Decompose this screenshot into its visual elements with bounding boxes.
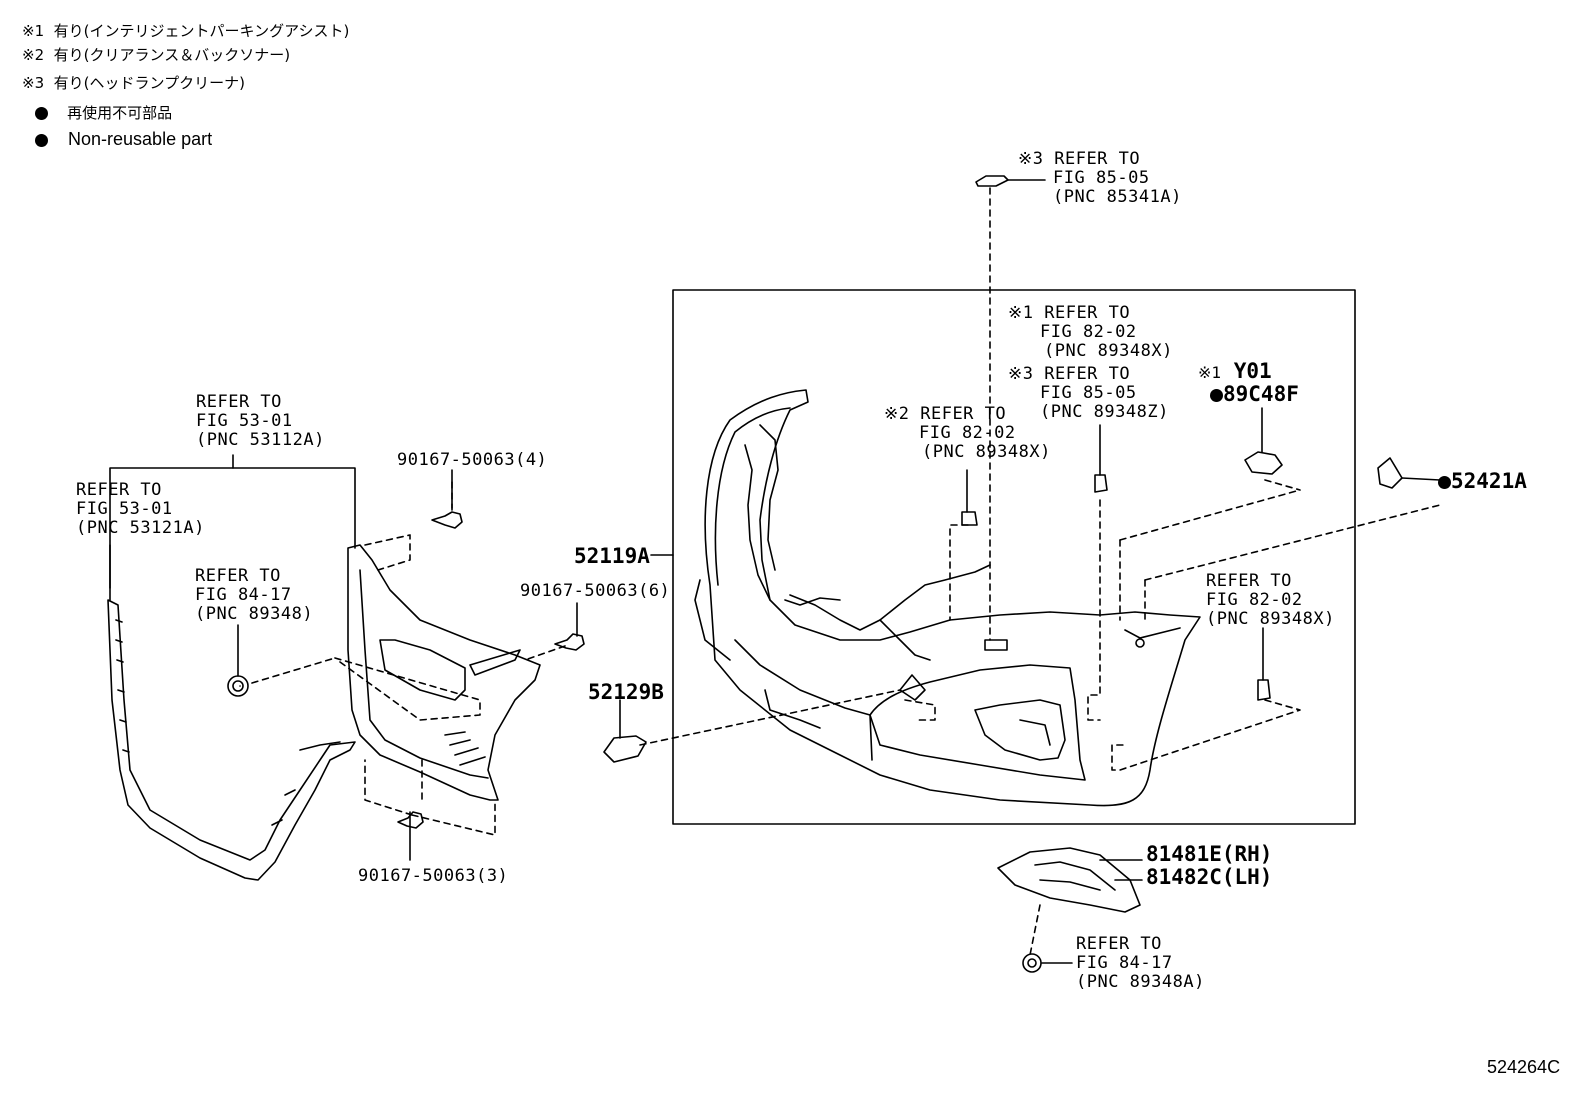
cap-85341a-shape	[975, 175, 1009, 187]
ref-label-89348x-right: REFER TO FIG 82-02 (PNC 89348X)	[1206, 571, 1335, 629]
ref-label-89348a: REFER TO FIG 84-17 (PNC 89348A)	[1076, 934, 1205, 992]
radiator-grille-shape	[347, 544, 541, 801]
part-label-52421a: 52421A	[1438, 470, 1527, 493]
figure-number: 524264C	[1487, 1057, 1561, 1077]
legend-non-reusable-en: Non-reusable part	[35, 130, 212, 149]
part-label-y01: ※1 Y01	[1198, 359, 1272, 383]
clip-89348a-shape	[1022, 953, 1042, 973]
legend-note-1: ※1 有り(インテリジェントパーキングアシスト)	[22, 22, 350, 40]
legend-note-3: ※3 有り(ヘッドランプクリーナ)	[22, 74, 245, 92]
ref-label-53121a: REFER TO FIG 53-01 (PNC 53121A)	[76, 480, 205, 538]
legend-note-2: ※2 有り(クリアランス＆バックソナー)	[22, 46, 291, 64]
bumper-assembly-frame	[672, 289, 1356, 825]
bolt-shapes	[397, 511, 585, 829]
sensor-89c48f-shape	[1244, 451, 1283, 475]
part-label-52129b: 52129B	[588, 680, 664, 704]
non-reusable-dot-icon	[1210, 388, 1223, 402]
legend-non-reusable-jp: 再使用不可部品	[35, 104, 172, 123]
clip-89348-shape	[227, 675, 249, 697]
ref-label-85341a: ※3 REFER TO FIG 85-05 (PNC 85341A)	[1018, 149, 1182, 207]
part-label-bolt-6: 90167-50063(6)	[520, 581, 671, 601]
non-reusable-dot-icon	[35, 107, 48, 120]
non-reusable-dot-icon	[1438, 475, 1451, 489]
part-label-81481e: 81481E(RH)	[1146, 842, 1273, 866]
non-reusable-dot-icon	[35, 133, 48, 147]
ref-label-89348x-top: ※1 REFER TO FIG 82-02 (PNC 89348X)	[1008, 303, 1173, 361]
ref-label-89348x-mid: ※2 REFER TO FIG 82-02 (PNC 89348X)	[884, 404, 1051, 462]
part-label-bolt-3: 90167-50063(3)	[358, 866, 509, 886]
ref-label-89348: REFER TO FIG 84-17 (PNC 89348)	[195, 566, 314, 624]
ref-label-89348z: ※3 REFER TO FIG 85-05 (PNC 89348Z)	[1008, 364, 1169, 422]
part-52421a-shape	[1377, 457, 1403, 489]
part-label-bolt-4: 90167-50063(4)	[397, 450, 548, 470]
cover-52129b-shape	[603, 735, 647, 763]
grille-surround-shape	[107, 599, 356, 881]
part-label-89c48f: 89C48F	[1210, 383, 1299, 406]
ref-label-53112a: REFER TO FIG 53-01 (PNC 53112A)	[196, 392, 325, 450]
part-label-81482c: 81482C(LH)	[1146, 865, 1273, 889]
lamp-cover-81481e-shape	[997, 847, 1141, 913]
front-bumper-cover-shape	[694, 389, 1201, 807]
part-label-52119a: 52119A	[574, 544, 650, 568]
